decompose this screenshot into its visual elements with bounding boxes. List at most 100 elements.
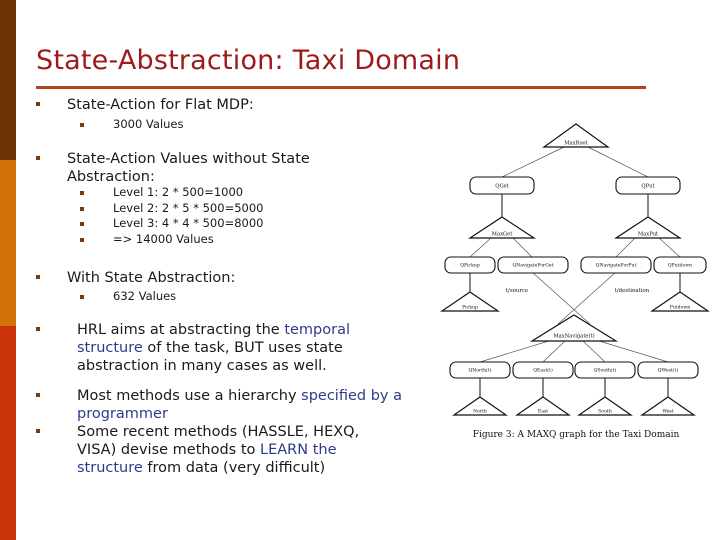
left-accent-bar [0,0,16,540]
node-maxput-triangle [613,216,683,239]
node-qputdown-box [653,256,707,274]
sub-bullet-row: 632 Values [80,289,443,305]
recent-methods-text-a: VISA) devise methods to [77,442,260,458]
node-qnavigateforput-box [580,256,652,274]
recent-methods-text-b: from data (very difficult) [142,460,326,476]
node-west-label: West [662,409,673,415]
recent-methods-highlight-1: LEARN the [260,442,337,458]
square-bullet-icon [36,393,40,397]
most-methods-line1: Most methods use a hierarchy specified b… [77,387,452,405]
node-qget-box [469,176,535,195]
most-methods-highlight-2: programmer [77,406,168,422]
bullet-row: With State Abstraction: [36,269,437,287]
accent-segment-orange [0,160,16,326]
square-bullet-icon [80,237,84,242]
node-maxnavigate-triangle [529,314,619,342]
edge-qnavget-maxnav [531,271,591,325]
accent-segment-dark-brown [0,0,16,160]
bullet-row: State-Action Values without State Abstra… [36,150,437,186]
recent-methods-highlight-2: structure [77,460,143,476]
node-west-triangle [640,396,696,416]
node-qpickup-label: QPickup [460,263,480,269]
node-qpickup-box [444,256,496,274]
edge-label-tsource: t/source [506,288,528,294]
bullet-row: Most methods use a hierarchy specified b… [36,387,452,423]
node-qwest-label: QWest(t) [658,367,679,374]
edge-maxput-qputdown [657,236,681,258]
node-qsouth-box [574,361,636,379]
recent-methods-line2: VISA) devise methods to LEARN the [77,441,452,459]
square-bullet-icon [80,295,84,299]
sub-bullet-group-632: 632 Values [80,289,443,305]
square-bullet-icon [80,222,84,226]
node-maxget-label: MaxGet [492,232,514,238]
node-north-triangle [452,396,508,416]
recent-methods-line3: structure from data (very difficult) [77,459,452,477]
sub-bullet-text: Level 1: 2 * 500=1000 [113,185,244,199]
bullet-text-line2: Abstraction: [67,169,155,185]
node-qeast-box [512,361,574,379]
edge-maxget-qpickup [469,236,493,258]
node-qput-label: QPut [641,184,655,190]
node-qwest-box [637,361,699,379]
node-east-triangle [515,396,571,416]
sub-bullet-text: 3000 Values [113,117,184,131]
sub-bullet-text: => 14000 Values [113,231,214,246]
node-qputdown-label: QPutdown [668,263,692,269]
edge-root-qget [501,146,565,178]
hrl-line1: HRL aims at abstracting the temporal [77,321,452,339]
bullet-row: HRL aims at abstracting the temporal str… [36,321,452,375]
square-bullet-icon [80,206,84,211]
sub-bullet-row: Level 1: 2 * 500=1000 [80,185,443,201]
sub-bullet-group-levels: Level 1: 2 * 500=1000 Level 2: 2 * 5 * 5… [80,185,443,248]
node-maxnavigate-label: MaxNavigate(t) [553,333,594,340]
bullet-group-most-methods: Most methods use a hierarchy specified b… [36,387,452,423]
sub-bullet-row: Level 3: 4 * 4 * 500=8000 [80,216,443,232]
node-maxget-triangle [467,216,537,239]
bullet-group-hrl: HRL aims at abstracting the temporal str… [36,321,452,375]
bullet-group-flat-mdp: State-Action for Flat MDP: [36,96,437,114]
node-qnorth-label: QNorth(t) [469,367,492,374]
square-bullet-icon [80,123,84,127]
node-qeast-label: QEast(t) [533,367,553,374]
edge-maxnav-qwest [595,339,669,363]
maxq-graph-svg: t/source t/destination MaxRoot QGet QPut [440,123,710,416]
node-maxroot-label: MaxRoot [564,141,588,147]
bullet-row: Some recent methods (HASSLE, HEXQ, VISA)… [36,423,452,477]
node-qnorth-box [449,361,511,379]
node-qnavigateforget-box [497,256,569,274]
bullet-row: State-Action for Flat MDP: [36,96,437,114]
node-qsouth-label: QSouth(t) [594,367,617,374]
recent-methods-line1: Some recent methods (HASSLE, HEXQ, [77,424,360,440]
hrl-highlight-temporal: temporal [284,322,351,338]
square-bullet-icon [36,102,40,106]
edge-label-tdestination: t/destination [615,288,650,294]
title-divider [36,86,646,89]
node-qput-box [615,176,681,195]
sub-bullet-row: 3000 Values [80,117,443,133]
bullet-group-with-abstraction: With State Abstraction: [36,269,437,287]
node-south-triangle [577,396,633,416]
accent-segment-red-orange [0,326,16,540]
sub-bullet-text: 632 Values [113,289,177,303]
node-putdown-triangle [650,291,710,312]
bullet-group-without-abstraction: State-Action Values without State Abstra… [36,150,437,186]
node-pickup-label: Pickup [462,305,478,311]
square-bullet-icon [36,275,40,279]
edge-root-qput [587,146,649,178]
sub-bullet-text: Level 2: 2 * 5 * 500=5000 [113,200,264,215]
square-bullet-icon [80,191,84,195]
sub-bullet-row: Level 2: 2 * 5 * 500=5000 [80,200,443,217]
hrl-line2: structure of the task, BUT uses state [77,339,452,357]
page-title: State-Abstraction: Taxi Domain [36,45,461,76]
hrl-text-b: of the task, BUT uses state [142,340,343,356]
node-south-label: South [598,409,612,415]
edge-maxnav-qsouth [581,339,606,363]
sub-bullet-row: => 14000 Values [80,231,443,248]
bullet-text: With State Abstraction: [67,270,236,286]
figure-caption: Figure 3: A MAXQ graph for the Taxi Doma… [472,430,680,440]
node-maxroot-triangle [542,123,610,148]
bullet-text-line1: State-Action Values without State [67,151,310,167]
node-putdown-label: Putdown [670,305,691,311]
